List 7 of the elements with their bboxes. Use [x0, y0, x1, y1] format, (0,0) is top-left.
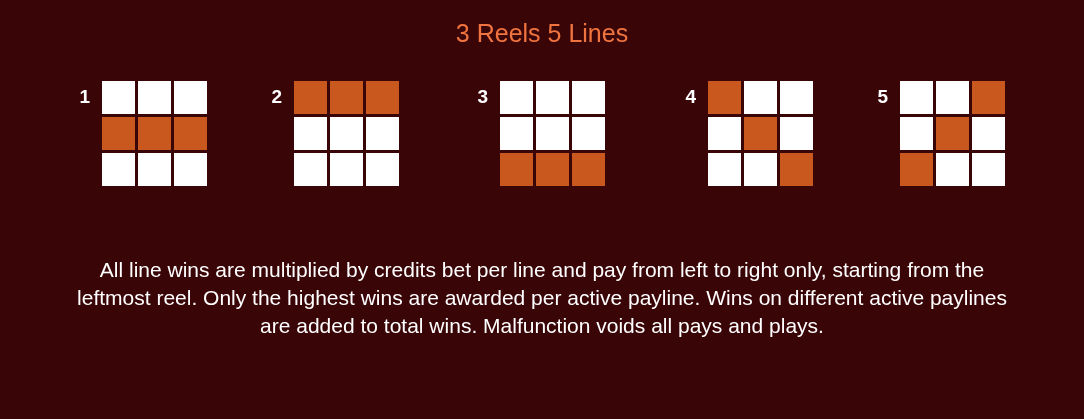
title: 3 Reels 5 Lines: [455, 18, 629, 49]
rules-paragraph: All line wins are multiplied by credits bet per line and pay from left to right only, starting from the leftmost reel. Only the highest wins are awarded per active payline. Wins on different active paylines are added to total wins. Malfunction voids all pays and plays.: [76, 257, 1008, 339]
payline-number: 3: [476, 87, 488, 106]
payline-number: 2: [270, 87, 282, 106]
payline-number: 4: [684, 87, 696, 106]
payline-number: 1: [78, 87, 90, 106]
payline-number: 5: [876, 87, 888, 106]
